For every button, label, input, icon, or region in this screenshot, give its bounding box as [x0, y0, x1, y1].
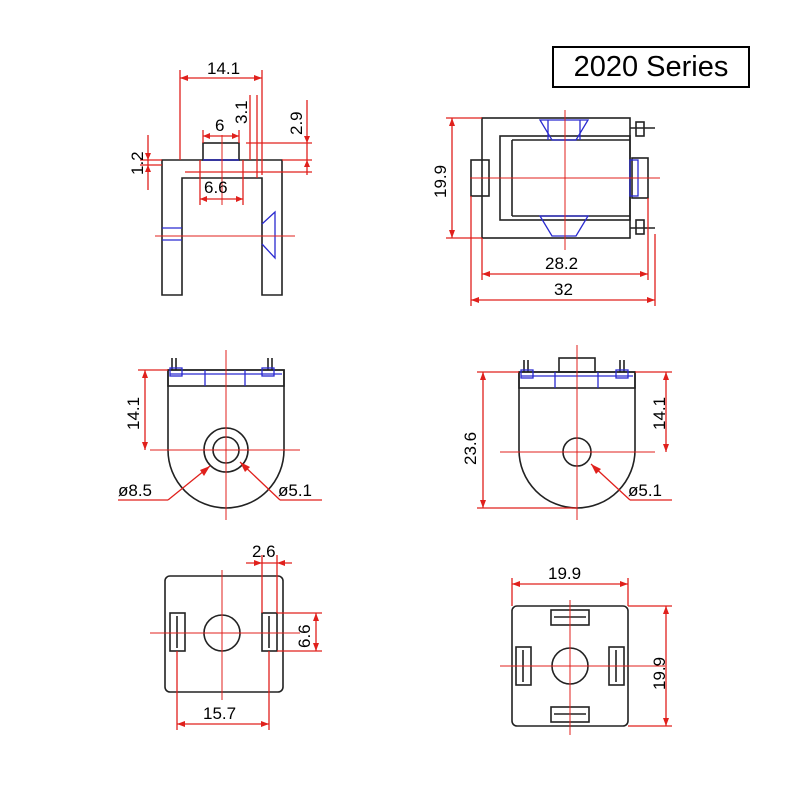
dim-top-left-slot: 3.1: [232, 100, 251, 124]
view-top-left: 14.1 6 3.1 2.9 1.2 6.6: [128, 59, 312, 296]
dim-mid-left-height: 14.1: [124, 397, 143, 430]
dim-mid-left-outer-dia: ø8.5: [118, 481, 152, 500]
view-mid-left: 14.1 ø8.5 ø5.1: [118, 350, 322, 520]
view-mid-right: 23.6 14.1 ø5.1: [461, 345, 672, 520]
dim-mid-left-hole-dia: ø5.1: [278, 481, 312, 500]
dim-top-right-height: 19.9: [431, 165, 450, 198]
nut-block: [202, 142, 240, 161]
dim-mid-right-total-height: 23.6: [461, 432, 480, 465]
dim-top-left-gap: 6.6: [204, 178, 228, 197]
dim-bottom-left-slot-width: 2.6: [252, 542, 276, 561]
view-top-right: 19.9 28.2 32: [431, 110, 660, 306]
dim-top-left-inner: 6: [215, 116, 224, 135]
series-title: 2020 Series: [552, 46, 750, 88]
dim-top-right-total-length: 32: [554, 280, 573, 299]
dim-bottom-left-slot-length: 6.6: [295, 624, 314, 648]
dim-top-right-inner-length: 28.2: [545, 254, 578, 273]
dim-mid-right-height: 14.1: [650, 397, 669, 430]
view-bottom-left: 2.6 6.6 15.7: [150, 542, 322, 730]
bottom-left-body: [164, 575, 284, 693]
view-bottom-right: 19.9 19.9: [500, 564, 672, 735]
dim-mid-right-hole-dia: ø5.1: [628, 481, 662, 500]
dim-bottom-left-spacing: 15.7: [203, 704, 236, 723]
dim-top-left-height: 2.9: [287, 111, 306, 135]
bracket-outline: [161, 159, 283, 296]
dim-top-left-width: 14.1: [207, 59, 240, 78]
dim-top-left-thickness: 1.2: [128, 151, 147, 175]
mid-right-body: [518, 371, 636, 509]
dim-bottom-right-height: 19.9: [650, 657, 669, 690]
dim-bottom-right-width: 19.9: [548, 564, 581, 583]
mid-left-body: [167, 369, 285, 509]
